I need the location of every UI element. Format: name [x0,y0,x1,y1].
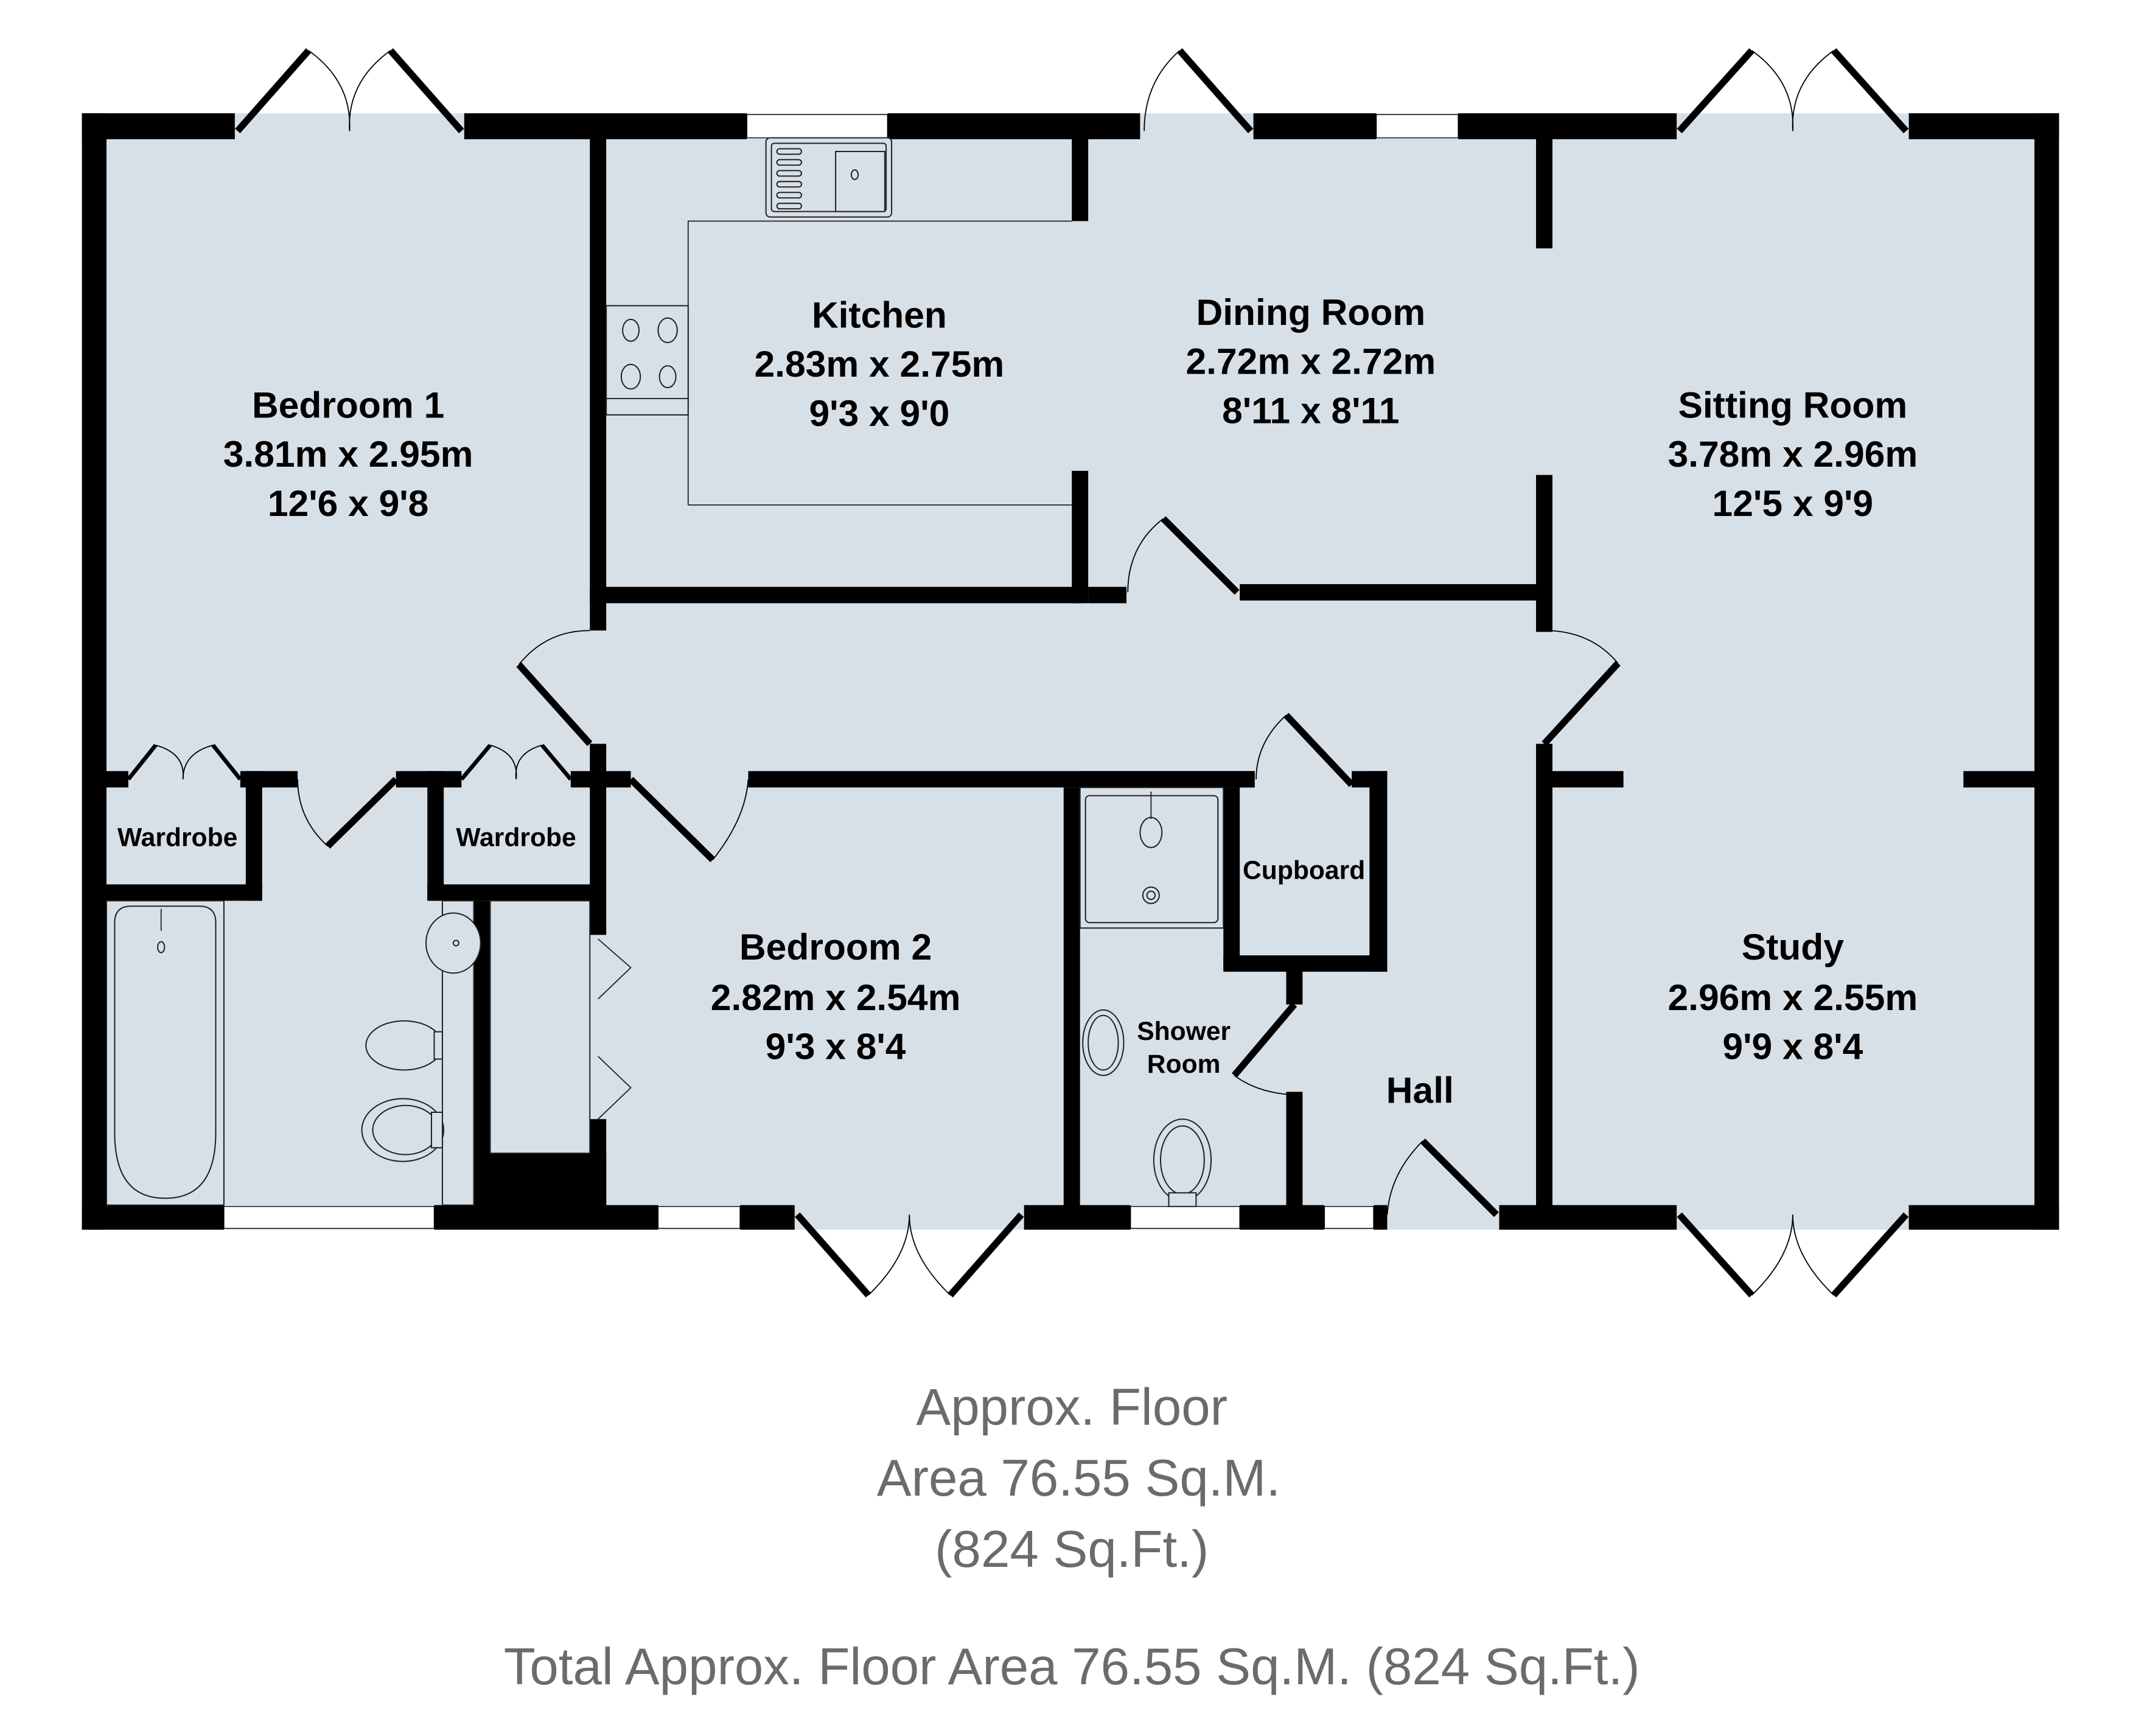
sitting-hall-door-icon [1542,630,1621,747]
shower-window [1130,1206,1240,1229]
doors [127,48,1909,1298]
label-shower-room-2: Room [1147,1050,1221,1079]
bath-icon [105,900,225,1206]
room-metric-dining-room: 2.72m x 2.72m [1185,341,1436,382]
room-labels: Bedroom 1 3.81m x 2.95m 12'6 x 9'8 Kitch… [117,291,1918,1110]
bedroom2-closet [489,900,591,1154]
room-imperial-bedroom-1: 12'6 x 9'8 [268,483,429,524]
wardrobe2-door-icon [459,744,573,781]
sink-icon [765,137,893,218]
room-name-bedroom-2: Bedroom 2 [739,926,932,967]
dining-hall-door-icon [1127,516,1240,595]
room-metric-kitchen: 2.83m x 2.75m [754,343,1004,385]
cupboard-door-icon [1255,713,1355,787]
study-french-door-icon [1677,1212,1909,1298]
room-name-sitting-room: Sitting Room [1678,384,1907,425]
bidet-icon [361,1098,445,1162]
shower-door-icon [1231,1002,1297,1095]
interior-walls [106,136,2034,1219]
room-imperial-kitchen: 9'3 x 9'0 [809,392,949,434]
room-name-study: Study [1742,926,1845,967]
toilet-icon [365,1020,443,1071]
dining-door-icon [1144,48,1254,134]
sitting-french-door-icon [1677,48,1909,134]
shower-tray-icon [1079,787,1224,929]
bedroom1-french-door-icon [235,48,464,134]
room-metric-bedroom-2: 2.82m x 2.54m [711,977,961,1018]
wardrobe1-door-icon [127,744,242,781]
label-shower-room-1: Shower [1137,1017,1231,1046]
bathroom-door-icon [297,776,399,849]
label-wardrobe-2: Wardrobe [456,823,576,852]
floor-area-line-1: Approx. Floor [916,1379,1227,1437]
label-cupboard: Cupboard [1243,856,1365,885]
front-door-icon [1386,1138,1499,1218]
room-imperial-dining-room: 8'11 x 8'11 [1222,389,1400,431]
room-imperial-study: 9'9 x 8'4 [1722,1026,1863,1067]
shower-basin-icon [1082,1009,1125,1076]
windows [223,114,1459,1229]
room-metric-bedroom-1: 3.81m x 2.95m [223,433,473,475]
room-imperial-bedroom-2: 9'3 x 8'4 [766,1026,906,1067]
label-wardrobe-1: Wardrobe [117,823,237,852]
floor-area-line-3: (824 Sq.Ft.) [935,1521,1209,1578]
room-name-kitchen: Kitchen [812,294,947,335]
room-imperial-sitting-room: 12'5 x 9'9 [1713,483,1874,524]
shower-toilet-icon [1153,1118,1212,1207]
bedroom2-cupboard-door-icon [598,938,632,1120]
hob-icon [606,305,689,416]
bedroom1-hall-door-icon [516,630,593,747]
bedroom2-window [657,1206,741,1229]
kitchen-window [746,114,889,139]
bedroom2-door-icon [628,776,749,863]
room-name-dining-room: Dining Room [1196,291,1425,333]
room-metric-study: 2.96m x 2.55m [1667,977,1918,1018]
area-summary: Approx. Floor Area 76.55 Sq.M. (824 Sq.F… [504,1379,1640,1696]
fixtures [105,137,1224,1207]
room-name-bedroom-1: Bedroom 1 [252,384,444,425]
bedroom2-french-door-icon [795,1212,1024,1298]
floor-area-line-2: Area 76.55 Sq.M. [877,1449,1280,1507]
bathroom-window [223,1206,435,1229]
hall-window [1324,1206,1374,1229]
washbasin-icon [425,900,481,1206]
dining-window [1375,114,1459,139]
room-metric-sitting-room: 3.78m x 2.96m [1667,433,1918,475]
label-hall: Hall [1386,1069,1454,1110]
outer-walls [82,113,2059,1230]
total-floor-area: Total Approx. Floor Area 76.55 Sq.M. (82… [504,1638,1640,1696]
